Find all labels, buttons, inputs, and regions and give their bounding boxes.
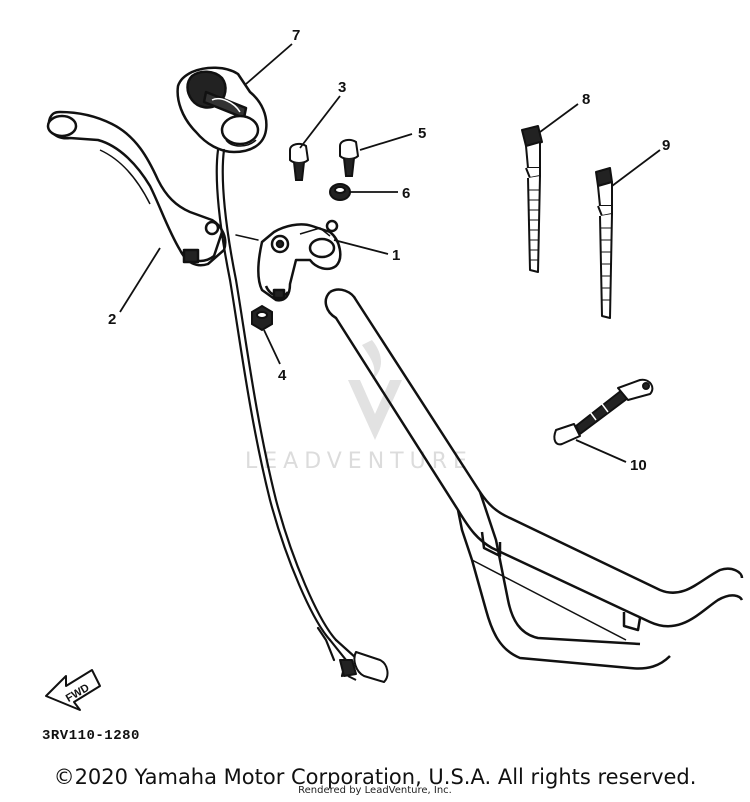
washer-6 — [329, 183, 351, 201]
watermark-logo — [348, 340, 402, 440]
leader-lines — [119, 43, 661, 463]
bolt-3 — [289, 142, 310, 181]
rendered-by-notice: Rendered by LeadVenture, Inc. — [298, 785, 452, 796]
callout-6: 6 — [402, 185, 410, 202]
handlebar — [324, 288, 744, 670]
callout-7: 7 — [292, 27, 300, 44]
callout-3: 3 — [338, 79, 346, 96]
clutch-lever — [46, 110, 227, 267]
callout-2: 2 — [108, 311, 116, 328]
callout-9: 9 — [662, 137, 670, 154]
bolt-5 — [339, 138, 360, 177]
cable-tie-9 — [595, 167, 613, 319]
callout-1: 1 — [392, 247, 400, 264]
callout-4: 4 — [278, 367, 287, 384]
switch-housing — [176, 66, 268, 154]
cable-tie-8 — [521, 125, 543, 273]
callout-5: 5 — [418, 125, 426, 142]
callout-10: 10 — [630, 457, 647, 474]
lever-bracket — [257, 219, 342, 302]
diagram-code: 3RV110-1280 — [42, 728, 140, 744]
copyright-notice: ©2020 Yamaha Motor Corporation, U.S.A. A… — [53, 765, 697, 789]
nut-4 — [251, 304, 273, 332]
callout-8: 8 — [582, 91, 590, 108]
fwd-arrow-icon: FWD — [45, 669, 101, 711]
watermark-text: LEADVENTURE — [245, 449, 473, 474]
lead-wire-10 — [553, 378, 654, 446]
cable-connector — [339, 651, 389, 683]
